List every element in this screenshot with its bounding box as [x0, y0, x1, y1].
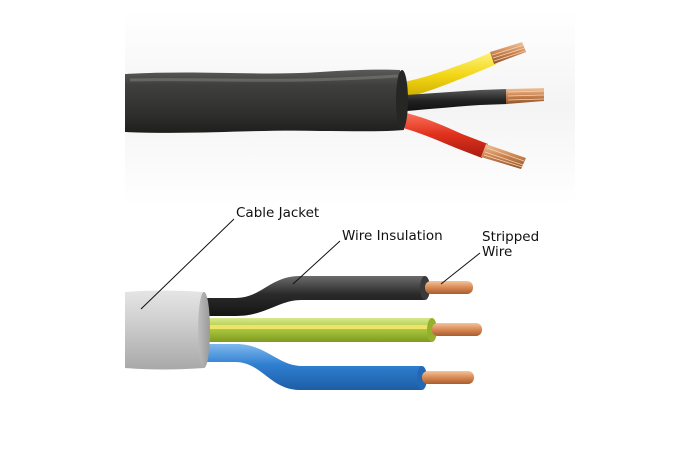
- diagram-blue-wire: [200, 344, 474, 390]
- photo-cable-jacket: [125, 69, 404, 133]
- cable-jacket-label: Cable Jacket: [236, 205, 319, 221]
- diagram-blue-conductor: [422, 371, 474, 384]
- stripped-wire-label-line2: Wire: [482, 244, 512, 260]
- stripped-wire-leader: [440, 252, 481, 285]
- photo-yellow-wire: [392, 42, 526, 100]
- diagram-green-yellow-wire: [200, 318, 482, 342]
- diagram-green-conductor: [432, 323, 482, 336]
- annotation-wire-insulation: Wire Insulation: [292, 228, 443, 285]
- photo-cable: [125, 10, 575, 205]
- stripped-wire-label-line1: Stripped: [482, 229, 539, 245]
- diagram-black-wire: [200, 276, 473, 316]
- wire-insulation-label: Wire Insulation: [342, 228, 443, 244]
- photo-red-wire: [392, 110, 526, 169]
- wire-insulation-leader: [292, 240, 341, 285]
- cable-jacket-leader: [140, 218, 235, 310]
- diagram-cable-jacket: [125, 290, 204, 370]
- photo-black-wire: [392, 88, 545, 112]
- annotation-cable-jacket: Cable Jacket: [140, 205, 319, 310]
- annotation-stripped-wire: Stripped Wire: [440, 229, 539, 285]
- diagram-black-conductor: [425, 281, 473, 294]
- diagram-cable: [125, 276, 482, 390]
